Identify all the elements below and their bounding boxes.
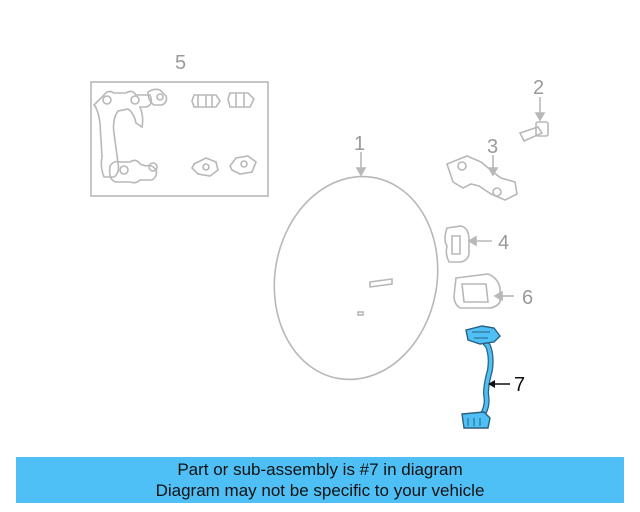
part-7-sensor-harness — [461, 325, 510, 429]
callout-7: 7 — [514, 374, 525, 396]
banner-line-1: Part or sub-assembly is #7 in diagram — [177, 460, 463, 479]
callout-3: 3 — [487, 136, 498, 158]
part-2-bolt — [518, 97, 549, 143]
callout-1: 1 — [354, 133, 365, 155]
part-4-cover — [444, 225, 492, 263]
callout-5: 5 — [175, 52, 186, 74]
parts-diagram: 5 2 1 3 4 6 7 — [90, 52, 549, 429]
part-5-assembly — [90, 81, 269, 197]
info-banner: Part or sub-assembly is #7 in diagram Di… — [16, 457, 624, 503]
callout-4: 4 — [498, 232, 509, 254]
part-6-housing — [453, 273, 514, 309]
callout-6: 6 — [522, 287, 533, 309]
banner-line-2: Diagram may not be specific to your vehi… — [155, 481, 485, 500]
part-1-ring — [273, 152, 439, 381]
callout-2: 2 — [533, 77, 544, 99]
part-3-bracket — [446, 155, 518, 201]
